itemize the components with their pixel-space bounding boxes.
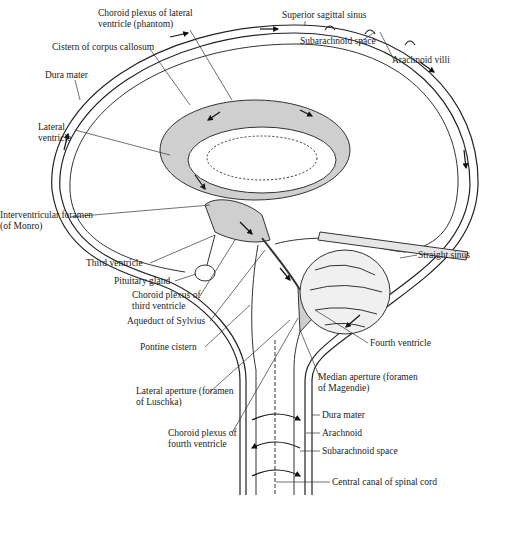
pituitary-stalk [207,235,215,265]
part-label: Arachnoid villi [392,55,450,66]
part-label: Dura mater [45,70,88,81]
leader-lines [70,21,417,482]
meninges [52,25,478,495]
flow-arrow [464,150,466,168]
cerebellum [300,250,390,334]
part-label: Lateral aperture (foramen of Luschka) [136,386,236,408]
leader-line [312,415,320,416]
part-label: Choroid plexus of third ventricle [132,290,212,312]
part-label: Third ventricle [86,258,143,269]
part-label: Cistern of corpus callosum [52,42,154,53]
brain [70,44,468,495]
arachnoid-outline [60,33,470,495]
corpus-callosum [188,127,336,193]
flow-arrow [280,268,290,280]
brainstem-front [252,245,258,495]
part-label: Pontine cistern [140,342,197,353]
leader-line [300,330,320,378]
leader-line [306,433,320,434]
part-label: Lateral ventricle [38,122,83,144]
part-label: Interventricular foramen (of Monro) [0,210,100,232]
cerebrum-outline [70,44,458,272]
flow-arrow [195,175,205,189]
pituitary-gland [195,265,215,281]
part-label: Subarachnoid space [300,36,376,47]
part-label: Aqueduct of Sylvius [127,316,205,327]
leader-line [205,305,250,347]
brainstem-back [294,332,300,495]
lateral-ventricle [160,100,350,200]
leader-line [200,240,235,296]
part-label: Subarachnoid space [322,446,398,457]
part-label: Superior sagittal sinus [282,10,366,21]
part-label: Choroid plexus of lateral ventricle (pha… [98,8,223,30]
dura-outline [52,25,478,495]
leader-line [190,30,232,100]
flow-arrow [252,442,300,448]
flow-arrow [252,414,300,420]
flow-arrow [260,28,278,29]
csf-flow-arrows [64,29,466,476]
leader-line [276,482,330,483]
leader-line [150,49,190,105]
leader-line [175,274,196,281]
leader-line [150,235,215,263]
leader-line [305,21,306,26]
flow-arrow [346,315,360,327]
part-label: Central canal of spinal cord [332,477,437,488]
central-canal [275,340,276,495]
leader-line [232,318,298,433]
leader-line [400,255,417,258]
flow-arrow [252,470,300,476]
part-label: Straight sinus [418,250,470,261]
leader-line [315,310,368,343]
flow-arrow [240,222,252,234]
choroid-plexus-phantom [207,136,317,180]
leader-line [75,80,80,100]
cerebellum-folia [310,265,382,327]
part-label: Pituitary gland [114,276,170,287]
flow-arrow [300,110,312,116]
leader-line [210,320,290,392]
leader-line [210,250,265,321]
leader-line [300,451,320,452]
leader-line [75,130,170,155]
flow-arrow [208,112,220,120]
part-label: Arachnoid [322,428,362,439]
part-label: Choroid plexus of fourth ventricle [168,428,258,450]
part-label: Median aperture (foramen of Magendie) [318,372,418,394]
part-label: Dura mater [322,410,365,421]
flow-arrow [170,33,188,37]
aqueduct [262,238,300,290]
part-label: Fourth ventricle [370,338,431,349]
